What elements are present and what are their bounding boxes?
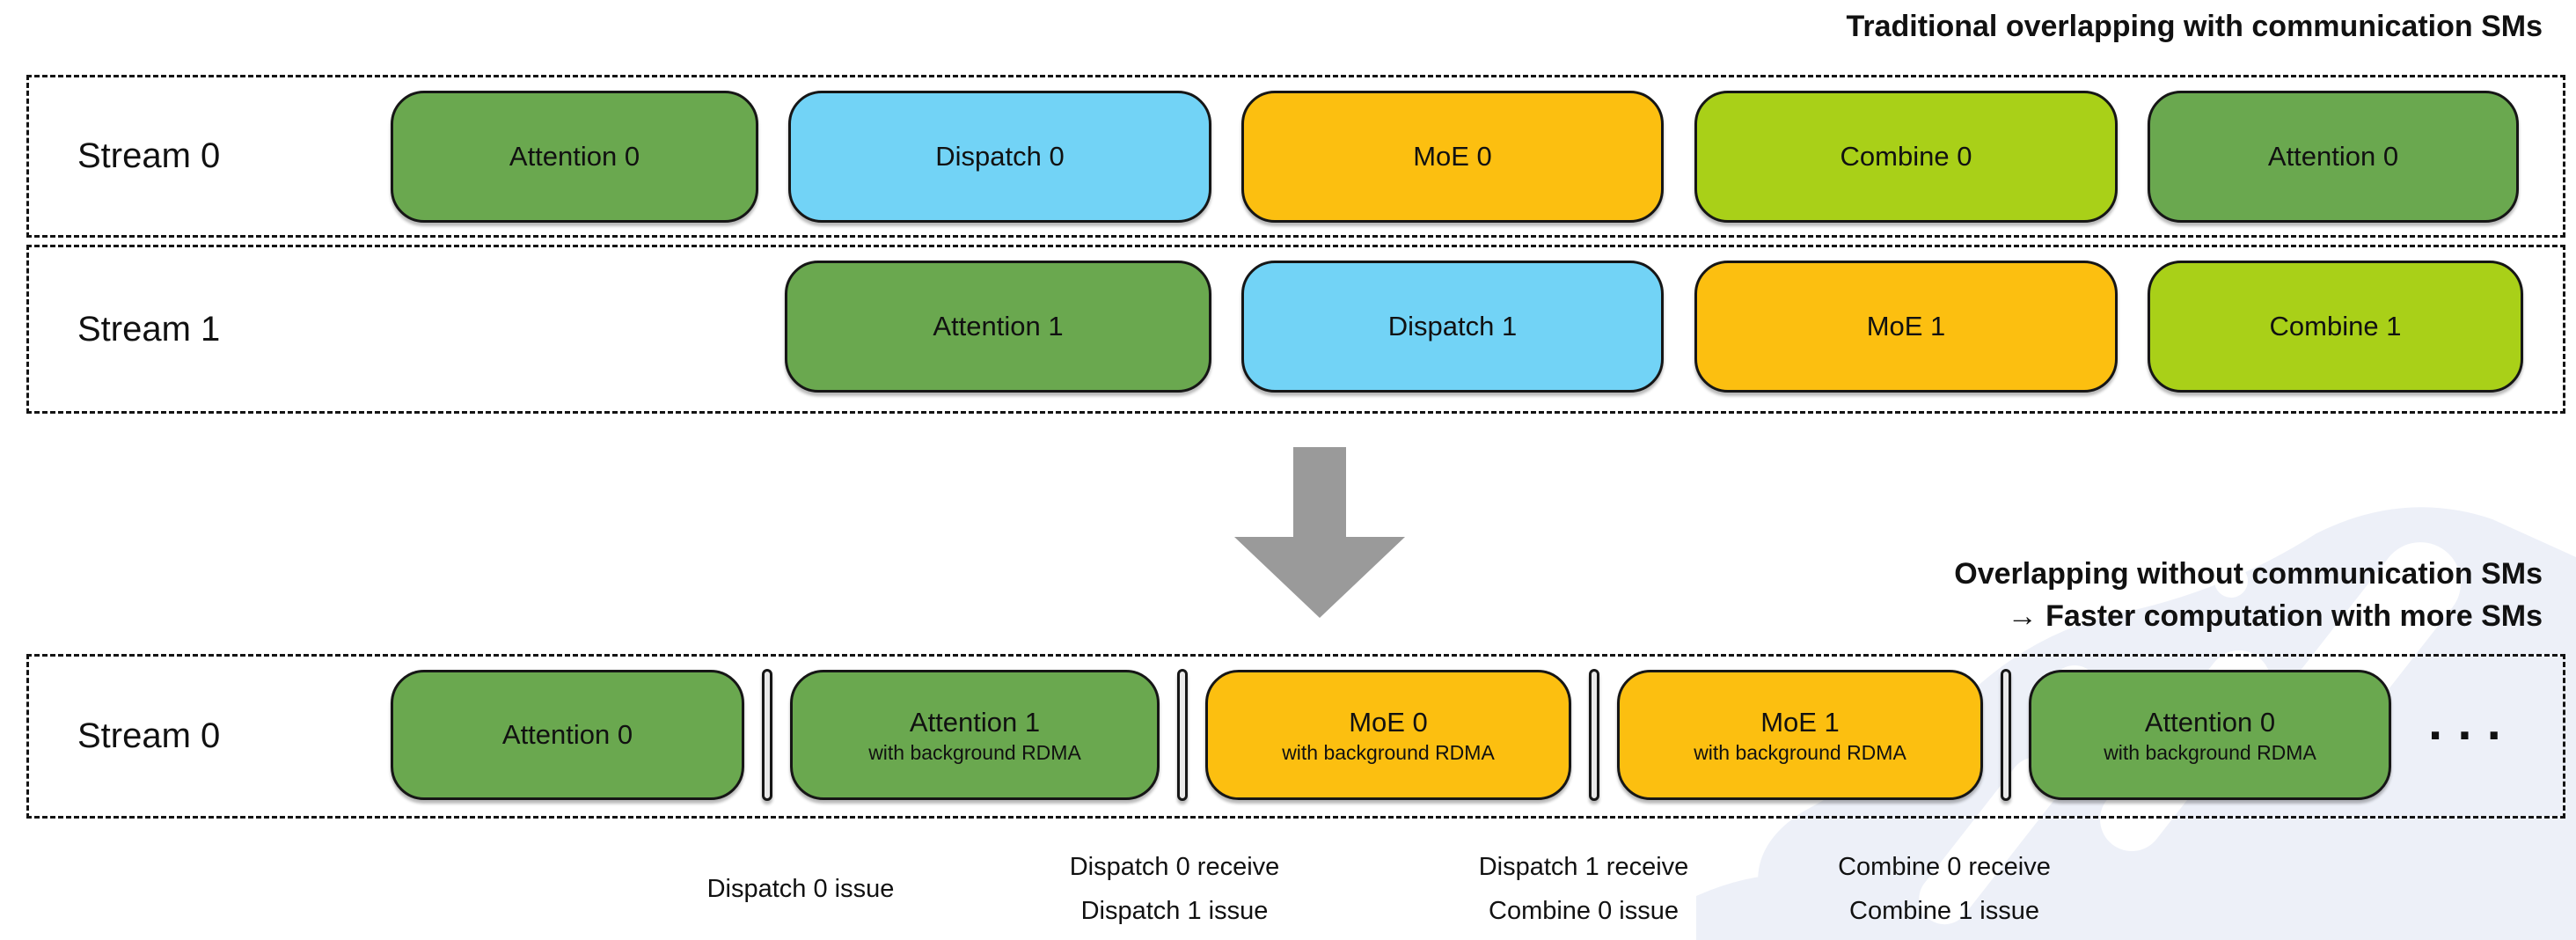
- task-block-label: Dispatch 0: [935, 141, 1065, 172]
- sync-bar: [762, 669, 772, 801]
- title-overlapping-line2: → Faster computation with more SMs: [2007, 599, 2543, 633]
- task-block: Dispatch 1: [1241, 261, 1664, 393]
- sync-annotation-line: Dispatch 0 issue: [706, 875, 895, 903]
- title-overlapping: Overlapping without communication SMs → …: [1954, 553, 2543, 637]
- task-block: Attention 0: [391, 670, 744, 800]
- task-block: MoE 0: [1241, 91, 1664, 223]
- task-block-label: Attention 0: [2144, 706, 2276, 738]
- task-block: MoE 1: [1694, 261, 2118, 393]
- task-block-label: Attention 0: [501, 719, 633, 750]
- task-block: Attention 1: [785, 261, 1211, 393]
- ellipsis: ···: [2428, 706, 2516, 764]
- task-block-sublabel: with background RDMA: [2104, 740, 2316, 764]
- task-block-label: Dispatch 1: [1387, 311, 1518, 341]
- down-arrow-icon: [1234, 447, 1405, 618]
- sync-annotation-line: Dispatch 1 issue: [1080, 897, 1269, 925]
- task-block: Combine 0: [1694, 91, 2118, 223]
- task-block-sublabel: with background RDMA: [868, 740, 1081, 764]
- sync-bar: [1177, 669, 1188, 801]
- sync-annotation-line: Combine 1 issue: [1849, 897, 2039, 925]
- task-block-label: MoE 1: [1866, 311, 1946, 341]
- sync-annotation-line: Dispatch 1 receive: [1478, 853, 1689, 881]
- task-block-label: Attention 1: [933, 311, 1064, 341]
- sync-bar: [1589, 669, 1599, 801]
- title-overlapping-line1: Overlapping without communication SMs: [1954, 557, 2543, 591]
- task-block-sublabel: with background RDMA: [1694, 740, 1906, 764]
- stream-label: Stream 1: [77, 309, 221, 349]
- task-block-label: Attention 1: [909, 706, 1041, 738]
- task-block-label: MoE 0: [1413, 141, 1492, 172]
- sync-annotation: Dispatch 0 issue: [647, 867, 955, 911]
- task-block-label: MoE 1: [1760, 706, 1840, 738]
- title-traditional: Traditional overlapping with communicati…: [1846, 10, 2543, 43]
- task-block-label: Attention 0: [2267, 141, 2399, 172]
- task-block-label: MoE 0: [1349, 706, 1428, 738]
- task-block: Attention 0: [2148, 91, 2519, 223]
- task-block: Dispatch 0: [788, 91, 1211, 223]
- task-block-label: Combine 0: [1840, 141, 1972, 172]
- task-block: Combine 1: [2148, 261, 2523, 393]
- stream-label: Stream 0: [77, 136, 221, 175]
- task-block-label: Attention 0: [509, 141, 640, 172]
- sync-bar: [2001, 669, 2011, 801]
- sync-annotation-line: Combine 0 issue: [1489, 897, 1679, 925]
- sync-annotation-line: Dispatch 0 receive: [1069, 853, 1280, 881]
- stream-label: Stream 0: [77, 716, 221, 755]
- task-block: Attention 0: [391, 91, 758, 223]
- stream-row-1: Stream 1 Attention 1 Dispatch 1 MoE 1 Combin…: [26, 245, 2565, 414]
- task-block-label: Combine 1: [2269, 311, 2402, 341]
- sync-annotation-line: Combine 0 receive: [1838, 853, 2051, 881]
- stream-row-0: Stream 0 Attention 0 Dispatch 0 MoE 0 Combin…: [26, 75, 2565, 238]
- task-block-sublabel: with background RDMA: [1282, 740, 1495, 764]
